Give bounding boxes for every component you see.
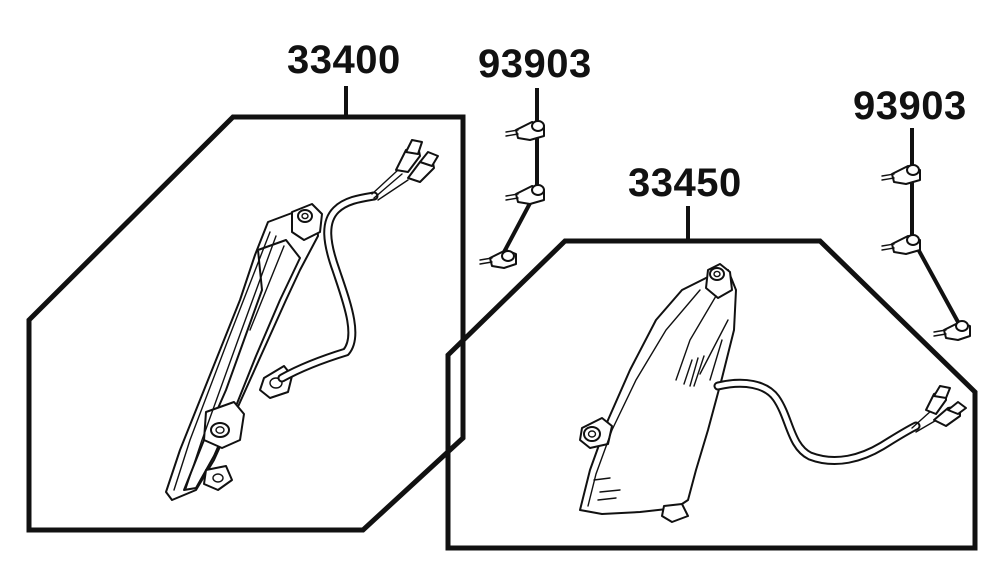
part-number-left-lamp: 33400 xyxy=(287,38,401,82)
part-number-right-lamp: 33450 xyxy=(628,161,742,205)
screw-left-1 xyxy=(505,120,545,141)
right-assembly-frame xyxy=(445,238,978,551)
left-turn-signal-lamp xyxy=(165,203,323,501)
screw-left-2 xyxy=(505,184,545,205)
screw-right-3 xyxy=(933,320,971,341)
screw-right-1 xyxy=(881,164,921,185)
screw-left-3 xyxy=(479,249,517,269)
part-number-right-screws: 93903 xyxy=(853,84,967,128)
right-wiring-harness xyxy=(713,378,967,466)
right-screws-link-2 xyxy=(910,237,960,323)
right-turn-signal-lamp xyxy=(579,263,737,523)
part-number-left-screws: 93903 xyxy=(478,42,592,86)
left-wiring-harness xyxy=(277,139,439,383)
screw-right-2 xyxy=(881,234,921,255)
left-assembly-frame xyxy=(26,114,466,533)
